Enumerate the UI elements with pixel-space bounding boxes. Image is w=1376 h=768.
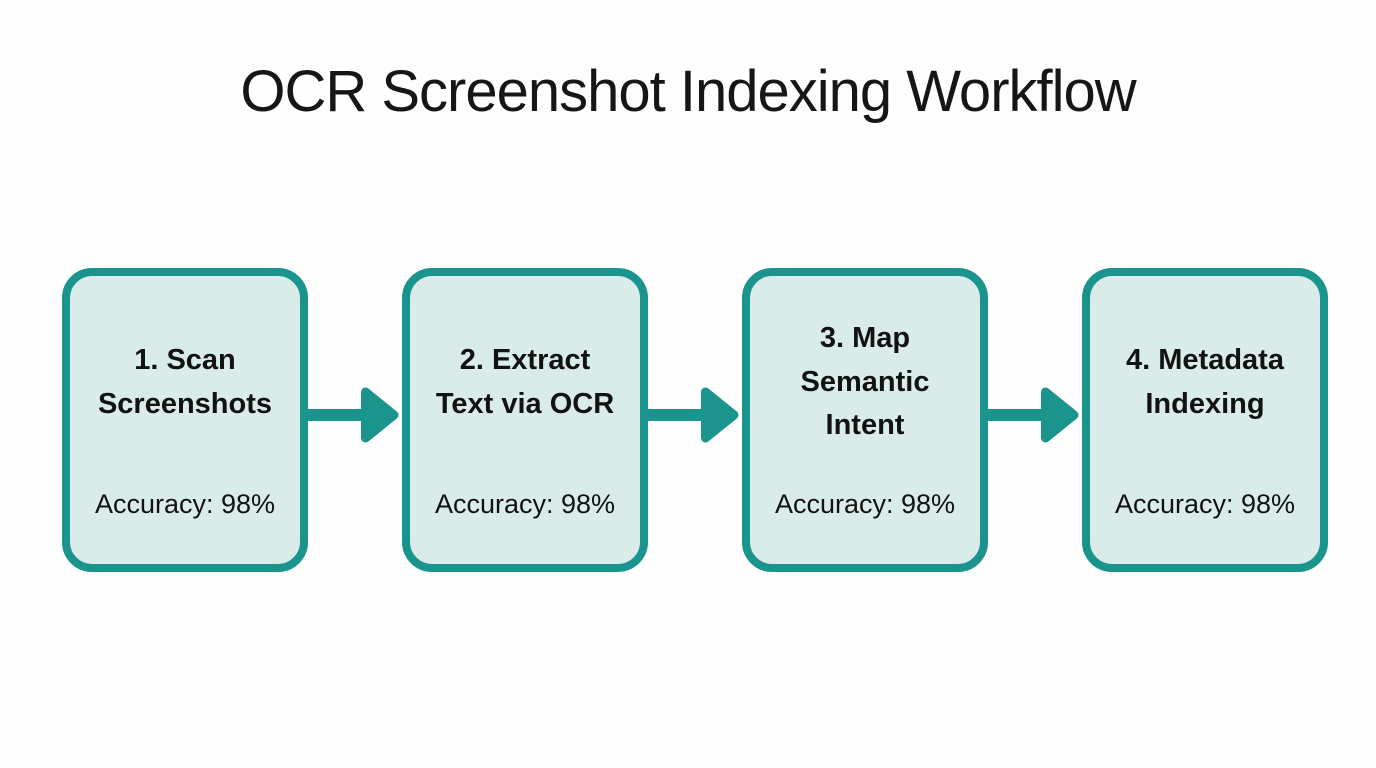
step-accuracy: Accuracy: 98% [1114,489,1296,519]
connector-1-2 [308,268,402,572]
step-label: 3. Map Semantic Intent [800,322,930,442]
step-label: 2. Extract Text via OCR [435,344,615,420]
page-title: OCR Screenshot Indexing Workflow [240,59,1136,124]
step-box-2: 2. Extract Text via OCR Accuracy: 98% [402,268,648,572]
connector-2-3 [648,268,742,572]
step-accuracy: Accuracy: 98% [94,489,276,519]
step-label: 4. Metadata Indexing [1126,344,1284,420]
connector-3-4 [988,268,1082,572]
arrow-right-icon [988,387,1079,443]
arrow-right-icon [648,387,739,443]
flowchart-row: 1. Scan Screenshots Accuracy: 98% 2. Ext… [62,268,1328,572]
step-box-4: 4. Metadata Indexing Accuracy: 98% [1082,268,1328,572]
arrow-right-icon [308,387,399,443]
step-accuracy: Accuracy: 98% [774,489,956,519]
step-label: 1. Scan Screenshots [97,344,273,420]
step-box-3: 3. Map Semantic Intent Accuracy: 98% [742,268,988,572]
step-accuracy: Accuracy: 98% [434,489,616,519]
step-box-1: 1. Scan Screenshots Accuracy: 98% [62,268,308,572]
